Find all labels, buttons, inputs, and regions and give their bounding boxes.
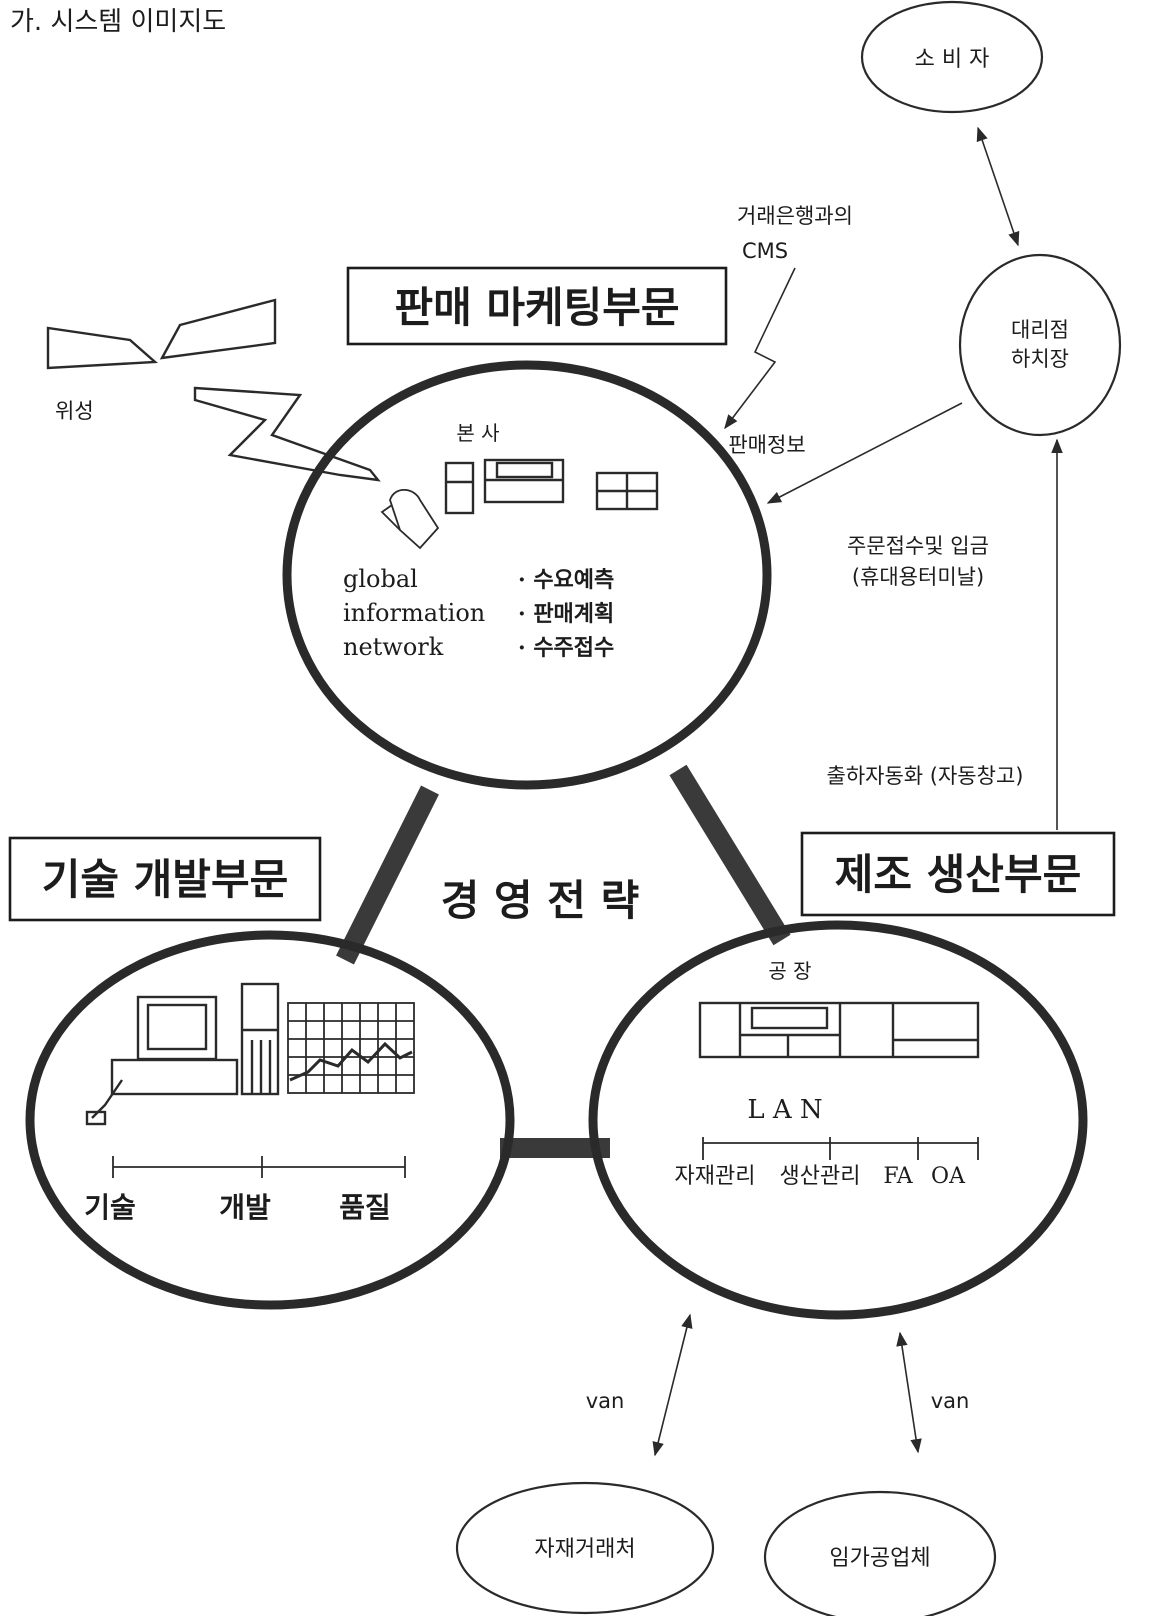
antenna-icon <box>380 488 440 550</box>
subcontractor-label: 임가공업체 <box>829 1546 930 1571</box>
shipping-label: 출하자동화 (자동창고) <box>827 764 1024 788</box>
factory-equipment-icon <box>698 1001 980 1059</box>
connector-office-factory <box>669 764 791 946</box>
factory-label: 공 장 <box>768 959 811 983</box>
task-order-receipt: · 수주접수 <box>518 635 614 661</box>
task-demand-forecast: · 수요예측 <box>518 567 614 593</box>
sales-box <box>346 266 728 346</box>
cms-label-1: 거래은행과의 <box>737 204 853 228</box>
arrow-consumer-agency <box>976 126 1020 247</box>
network-line-3: network <box>343 633 444 661</box>
head-office-label: 본 사 <box>456 421 499 445</box>
management-strategy-label: 경 영 전 략 <box>441 876 639 925</box>
agency-label-2: 하치장 <box>1011 347 1069 371</box>
consumer-label: 소 비 자 <box>915 47 990 72</box>
cms-label-2: CMS <box>742 239 788 263</box>
satellite-label: 위성 <box>55 399 94 423</box>
tech-box <box>8 836 322 922</box>
head-office-circle <box>282 360 772 790</box>
lan-bracket <box>702 1137 979 1160</box>
satellite-icon <box>46 298 277 370</box>
tech-item-technology: 기술 <box>84 1191 136 1224</box>
van-left-label: van <box>586 1389 625 1413</box>
page-title: 가. 시스템 이미지도 <box>10 7 226 37</box>
van-right-label: van <box>931 1389 970 1413</box>
tech-dept-label: 기술 개발부문 <box>42 855 288 904</box>
orders-label-1: 주문접수및 입금 <box>847 534 989 558</box>
factory-item-oa: OA <box>931 1164 966 1189</box>
arrow-agency-office <box>766 402 963 504</box>
tech-item-quality: 품질 <box>339 1191 391 1224</box>
factory-item-materials: 자재관리 <box>675 1164 756 1189</box>
sales-dept-label: 판매 마케팅부문 <box>394 283 679 332</box>
agency-label-1: 대리점 <box>1011 318 1069 342</box>
arrow-factory-subcontractor <box>896 1331 922 1454</box>
consumer-node <box>860 0 1044 114</box>
orders-label-2: (휴대용터미날) <box>852 565 984 589</box>
agency-node <box>958 253 1122 437</box>
arrow-factory-supplier <box>652 1313 693 1457</box>
supplier-node <box>455 1481 715 1615</box>
network-line-1: global <box>343 565 418 593</box>
satellite-lightning <box>193 386 381 482</box>
tech-item-development: 개발 <box>219 1191 271 1224</box>
office-computer-icon <box>444 458 659 515</box>
chart-grid-icon <box>287 1002 415 1094</box>
manufacturing-dept-label: 제조 생산부문 <box>835 850 1081 899</box>
factory-item-production: 생산관리 <box>780 1164 861 1189</box>
tech-bracket <box>112 1156 406 1178</box>
factory-item-fa: FA <box>883 1164 913 1189</box>
tech-circle <box>25 930 515 1310</box>
workstation-icon <box>85 982 280 1126</box>
factory-circle <box>588 920 1088 1320</box>
connector-office-tech <box>336 785 439 965</box>
sales-info-label: 판매정보 <box>728 433 805 457</box>
subcontractor-node <box>763 1490 997 1616</box>
network-line-2: information <box>343 599 485 627</box>
manufacturing-box <box>800 831 1116 917</box>
supplier-label: 자재거래처 <box>534 1537 635 1562</box>
lan-label: L A N <box>747 1095 822 1125</box>
task-sales-plan: · 판매계획 <box>518 601 614 627</box>
arrow-cms-sales-info <box>724 267 796 430</box>
